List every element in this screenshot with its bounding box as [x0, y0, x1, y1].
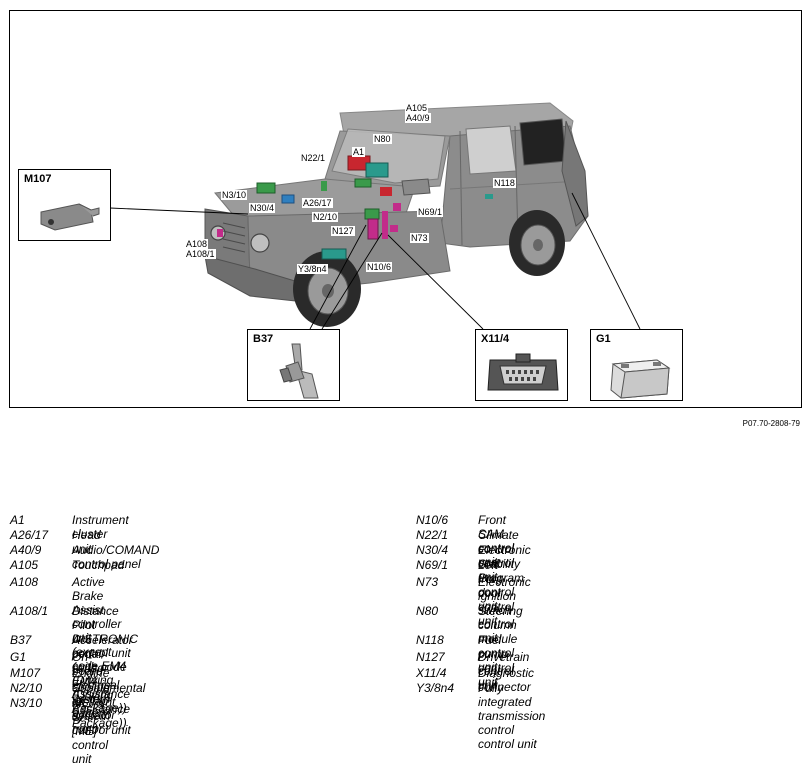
legend-code: N10/6 — [416, 513, 449, 527]
legend-desc: Instrument cluster — [72, 513, 129, 541]
legend-desc: On-board electrical system battery — [72, 650, 120, 720]
legend-desc: Electronic Stability Program control uni… — [478, 543, 531, 613]
legend-code: N2/10 — [10, 681, 43, 695]
legend-desc: ME-SFI [ME] control unit — [72, 696, 109, 766]
callout-n80: N80 — [373, 134, 392, 144]
legend-code: X11/4 — [416, 666, 447, 680]
legend-code: B37 — [10, 633, 32, 647]
legend-code: A26/17 — [10, 528, 49, 542]
legend-desc: Electronic ignition switch control unit — [478, 575, 531, 645]
legend-code: A1 — [10, 513, 25, 527]
inset-g1-label: G1 — [596, 333, 611, 345]
callout-a26-17: A26/17 — [302, 198, 333, 208]
legend-desc: Audio/COMAND control panel — [72, 543, 160, 571]
legend-code: A105 — [10, 558, 39, 572]
callout-a108-1: A108/1 — [185, 249, 216, 259]
legend-code: N127 — [416, 650, 445, 664]
legend-desc: Drivetrain control unit — [478, 650, 530, 692]
callout-n3-10: N3/10 — [221, 190, 248, 200]
inset-b37: B37 — [247, 329, 340, 401]
legend-desc: Touchpad — [72, 558, 125, 572]
callout-n2-10: N2/10 — [312, 212, 339, 222]
legend-code: N30/4 — [416, 543, 449, 557]
legend-desc: Active Brake Assist controller unit (exc… — [72, 575, 131, 715]
vehicle-illustration — [109, 102, 641, 330]
legend-desc: Front SAM control unit — [478, 513, 515, 569]
legend-desc: Climate control control unit — [478, 528, 519, 584]
legend-desc: Fuel pump control unit — [478, 633, 515, 689]
legend-desc: Steering column module control unit — [478, 604, 523, 674]
legend-code: N73 — [416, 575, 439, 589]
inset-leader-lines — [109, 192, 641, 330]
legend-desc: Diagnostic connector — [478, 666, 535, 694]
legend-desc: Accelerator pedal sensor — [72, 633, 133, 675]
callout-a1: A1 — [352, 147, 366, 157]
callout-n127: N127 — [331, 226, 355, 236]
legend-code: N22/1 — [416, 528, 449, 542]
legend-code: N69/1 — [416, 558, 449, 572]
legend-code: N118 — [416, 633, 444, 647]
legend-code: N80 — [416, 604, 439, 618]
legend-desc: Head unit — [72, 528, 101, 556]
front-wheel — [293, 251, 361, 327]
legend-code: G1 — [10, 650, 27, 664]
inset-x11-4-label: X11/4 — [481, 333, 510, 345]
callout-n118: N118 — [493, 178, 516, 188]
legend-code: Y3/8n4 — [416, 681, 455, 695]
legend-code: M107 — [10, 666, 41, 680]
legend-desc: Distance Pilot DISTRONIC control unit (w… — [72, 604, 138, 730]
inset-b37-label: B37 — [253, 333, 274, 345]
callout-a40-9: A40/9 — [405, 113, 431, 123]
legend-code: N3/10 — [10, 696, 43, 710]
rear-wheel — [509, 210, 565, 276]
component-markers — [217, 155, 493, 260]
diagnostic-connector-image — [487, 353, 559, 391]
legend-code: A108/1 — [10, 604, 49, 618]
inset-x11-4: X11/4 — [475, 329, 568, 401]
legend-code: A108 — [10, 575, 39, 589]
legend-desc: Left front door control unit — [478, 558, 515, 628]
figure-reference: P07.70-2808-79 — [742, 419, 800, 428]
callout-n22-1: N22/1 — [300, 153, 327, 163]
callout-a105: A105 — [405, 103, 429, 113]
callout-n10-6: N10/6 — [366, 262, 393, 272]
callout-a108: A108 — [185, 239, 209, 249]
callout-n73: N73 — [410, 233, 429, 243]
legend-desc: Fully integrated transmission control co… — [478, 681, 546, 751]
inset-m107-label: M107 — [24, 173, 52, 185]
battery-image — [610, 359, 671, 399]
inset-m107: M107 — [18, 169, 111, 241]
vehicle-component-diagram: A105 A40/9 N80 A1 N22/1 N3/10 N30/4 A26/… — [9, 10, 802, 408]
callout-n69-1: N69/1 — [417, 207, 444, 217]
callout-n30-4: N30/4 — [249, 203, 276, 213]
legend-code: A40/9 — [10, 543, 42, 557]
accelerator-pedal-image — [279, 343, 319, 399]
actuator-motor-image — [40, 203, 100, 231]
inset-g1: G1 — [590, 329, 683, 401]
callout-y3-8n4: Y3/8n4 — [297, 264, 328, 274]
